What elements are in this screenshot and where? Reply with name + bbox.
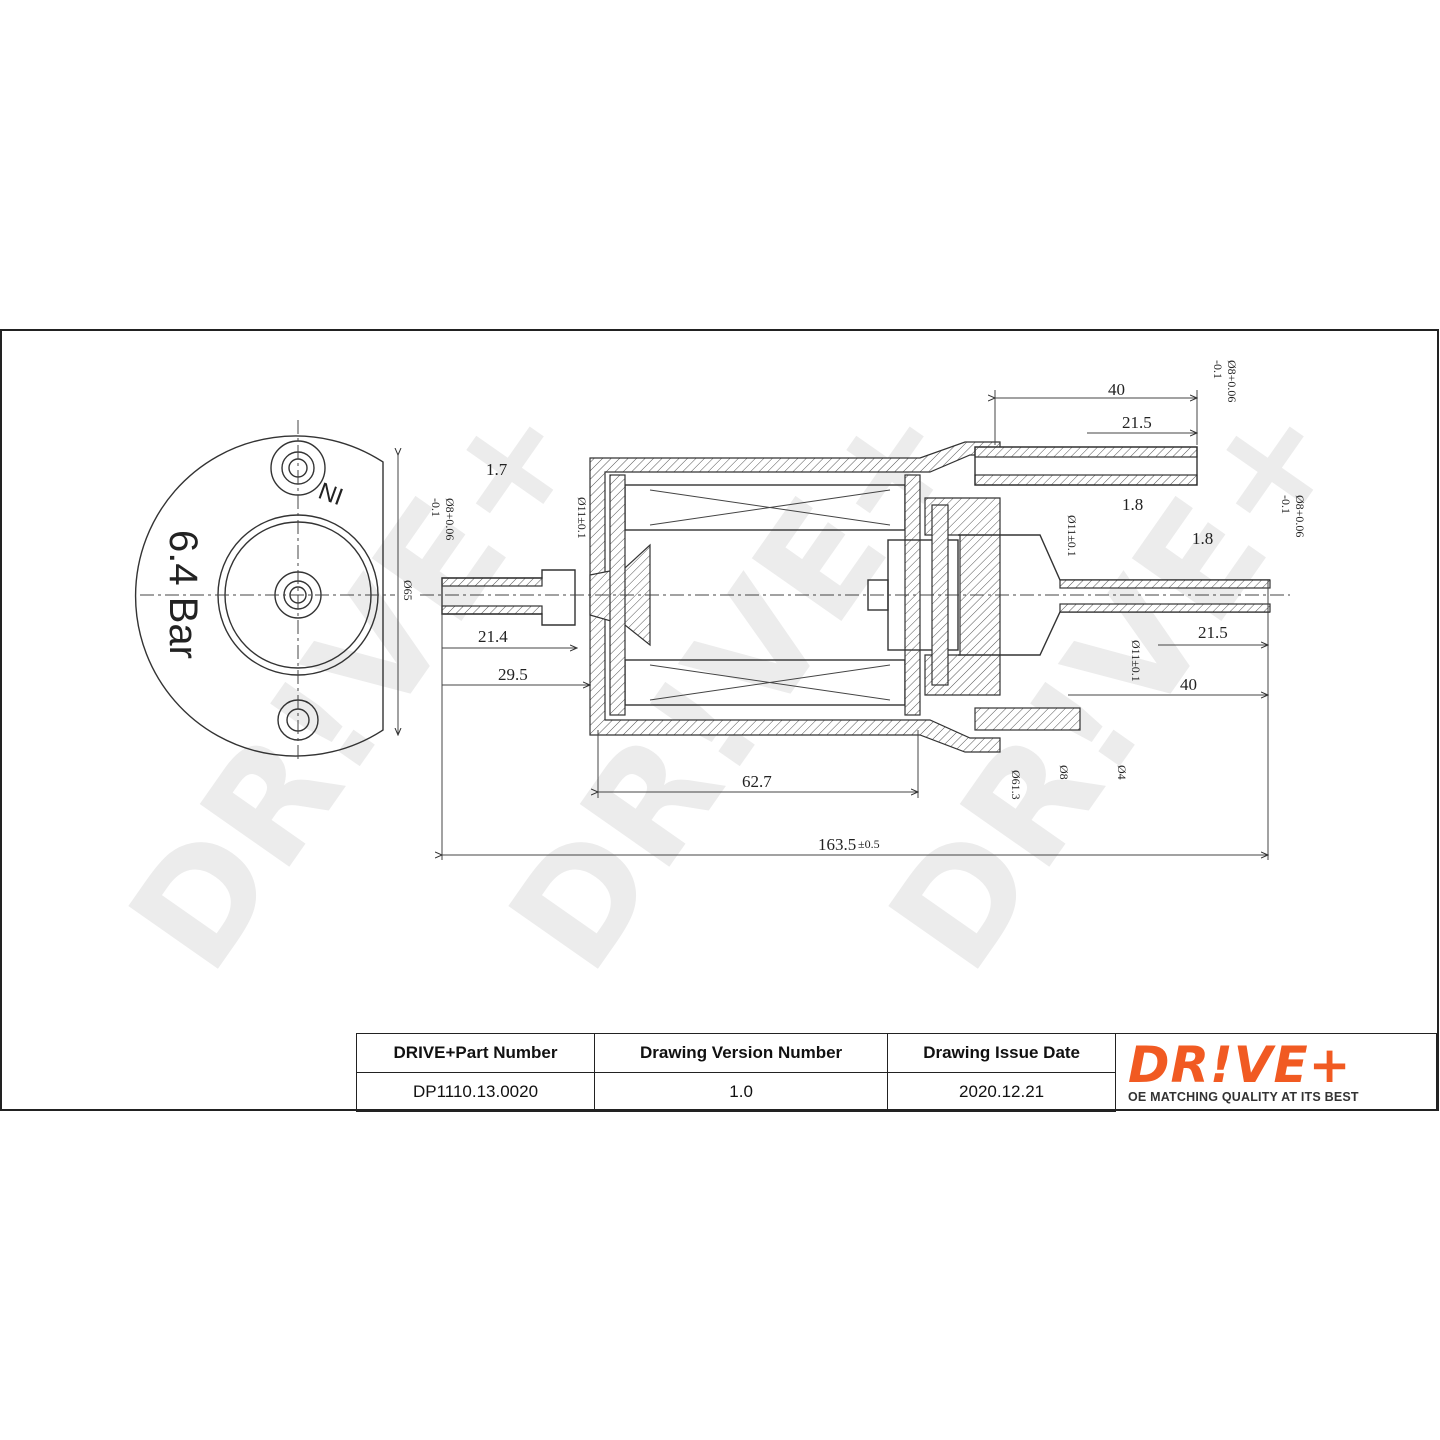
svg-text:Ø8+0.06: Ø8+0.06 <box>1293 495 1307 537</box>
value-part-number: DP1110.13.0020 <box>356 1072 595 1112</box>
svg-text:1.8: 1.8 <box>1192 529 1213 548</box>
value-version: 1.0 <box>593 1072 889 1112</box>
svg-text:Ø11±0.1: Ø11±0.1 <box>1129 640 1143 682</box>
svg-text:±0.5: ±0.5 <box>858 837 880 851</box>
end-view: 6.4 Bar IN <box>134 420 395 760</box>
svg-text:Ø11±0.1: Ø11±0.1 <box>1065 515 1079 557</box>
svg-text:-0.1: -0.1 <box>429 498 443 517</box>
svg-text:21.5: 21.5 <box>1198 623 1228 642</box>
header-version: Drawing Version Number <box>593 1033 889 1073</box>
logo-tagline: OE MATCHING QUALITY AT ITS BEST <box>1128 1090 1359 1104</box>
svg-text:1.7: 1.7 <box>486 460 508 479</box>
svg-text:29.5: 29.5 <box>498 665 528 684</box>
svg-text:21.4: 21.4 <box>478 627 508 646</box>
svg-text:40: 40 <box>1180 675 1197 694</box>
svg-text:Ø65: Ø65 <box>401 580 415 601</box>
value-issue-date: 2020.12.21 <box>887 1072 1116 1112</box>
svg-text:40: 40 <box>1108 380 1125 399</box>
filter-section <box>420 441 1290 753</box>
svg-text:163.5: 163.5 <box>818 835 856 854</box>
flow-label: IN <box>315 476 347 510</box>
dimension-labels: 40 21.5 1.8 1.7 1.8 21.5 40 21.4 29.5 62… <box>401 360 1307 854</box>
pressure-label: 6.4 Bar <box>161 530 205 659</box>
logo-text: DR!VE+ <box>1128 1036 1352 1094</box>
svg-text:Ø4: Ø4 <box>1115 765 1129 780</box>
svg-text:1.8: 1.8 <box>1122 495 1143 514</box>
title-block: DRIVE+Part Number Drawing Version Number… <box>356 1033 1437 1112</box>
svg-text:Ø8+0.06: Ø8+0.06 <box>443 498 457 540</box>
svg-text:-0.1: -0.1 <box>1279 495 1293 514</box>
dimension-lines <box>398 390 1268 860</box>
svg-text:62.7: 62.7 <box>742 772 772 791</box>
svg-text:Ø11±0.1: Ø11±0.1 <box>575 497 589 539</box>
header-issue-date: Drawing Issue Date <box>887 1033 1116 1073</box>
title-table: DRIVE+Part Number Drawing Version Number… <box>356 1033 1116 1112</box>
svg-text:21.5: 21.5 <box>1122 413 1152 432</box>
svg-text:Ø8: Ø8 <box>1057 765 1071 780</box>
svg-text:Ø8+0.06: Ø8+0.06 <box>1225 360 1239 402</box>
brand-logo: DR!VE+ OE MATCHING QUALITY AT ITS BEST <box>1116 1033 1437 1111</box>
header-part-number: DRIVE+Part Number <box>356 1033 595 1073</box>
svg-text:-0.1: -0.1 <box>1211 360 1225 379</box>
svg-text:Ø61.3: Ø61.3 <box>1009 770 1023 800</box>
